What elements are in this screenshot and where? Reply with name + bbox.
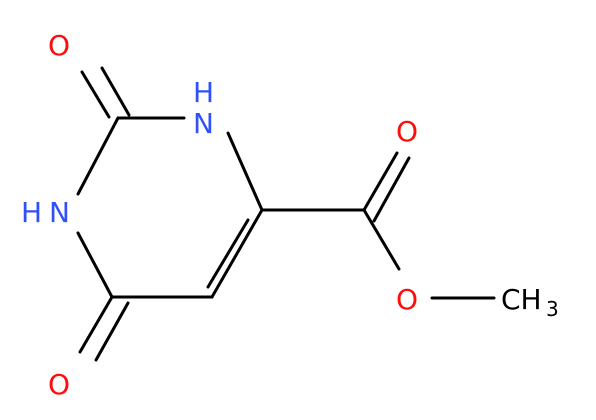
bond-cester-o-a xyxy=(362,151,399,212)
atom-o-ether: O xyxy=(396,283,418,316)
bond-c6-c5-a xyxy=(210,208,264,299)
atom-ch3: CH xyxy=(501,283,542,316)
bond-cester-oether xyxy=(362,208,401,271)
atom-o-bottom: O xyxy=(48,368,70,401)
atom-o-top: O xyxy=(48,29,70,62)
bond-c2-o-a xyxy=(80,70,111,119)
atom-o-carbonyl: O xyxy=(396,115,418,148)
bond-c4-o-b xyxy=(94,301,130,362)
atom-h-n3: H xyxy=(21,196,42,229)
bond-c4-n3 xyxy=(76,231,114,299)
bond-c4-o-a xyxy=(78,295,114,354)
atom-ch3-subscript: 3 xyxy=(546,297,559,321)
atom-labels: O H N O H N O CH 3 O xyxy=(21,29,559,401)
bond-n1-c6 xyxy=(226,131,264,212)
bond-c2-o-b xyxy=(100,66,131,117)
atom-h-n1: H xyxy=(193,76,214,109)
bond-cester-o-b xyxy=(372,156,411,223)
bonds xyxy=(76,66,496,362)
bond-n3-c2 xyxy=(76,116,120,196)
atom-n3: N xyxy=(49,196,70,229)
bond-c6-c5-b xyxy=(206,218,250,289)
atom-n1: N xyxy=(193,107,214,140)
